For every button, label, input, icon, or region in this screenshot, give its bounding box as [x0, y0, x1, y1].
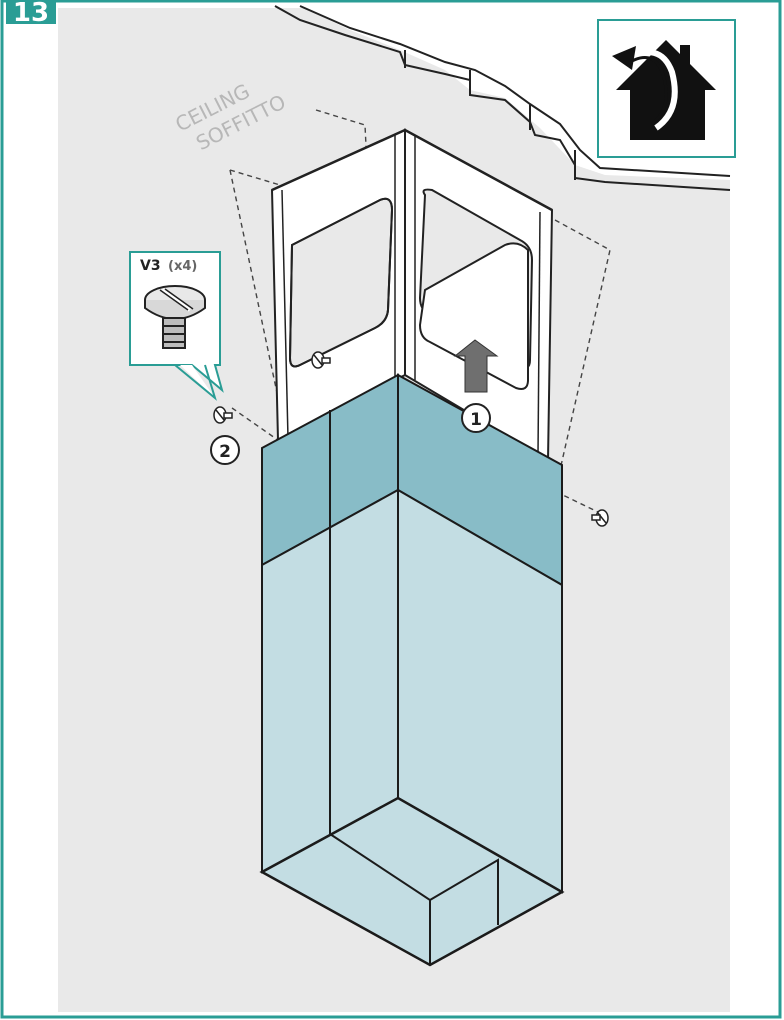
screw-right-icon: [591, 509, 609, 527]
ceiling-edge: [274, 5, 731, 191]
metal-frame: [270, 128, 554, 462]
marker-1-label: 1: [470, 410, 482, 430]
marker-1: 1: [461, 403, 491, 433]
slotted-screw-icon: [144, 285, 206, 349]
screw-middle-icon: [311, 351, 331, 369]
screw-left-icon: [213, 406, 233, 424]
callout-part-code: V3: [140, 258, 161, 274]
up-arrow-icon: [453, 339, 499, 393]
marker-2-label: 2: [219, 442, 231, 462]
screw-callout: V3 (x4): [129, 251, 224, 401]
marker-2: 2: [210, 435, 240, 465]
callout-quantity: (x4): [168, 259, 197, 274]
chimney-cover: [259, 373, 565, 967]
house-with-curved-arrow-icon: [612, 40, 716, 140]
house-badge: [597, 19, 736, 158]
step-number: 13: [13, 0, 49, 28]
step-badge: 13: [6, 0, 56, 28]
